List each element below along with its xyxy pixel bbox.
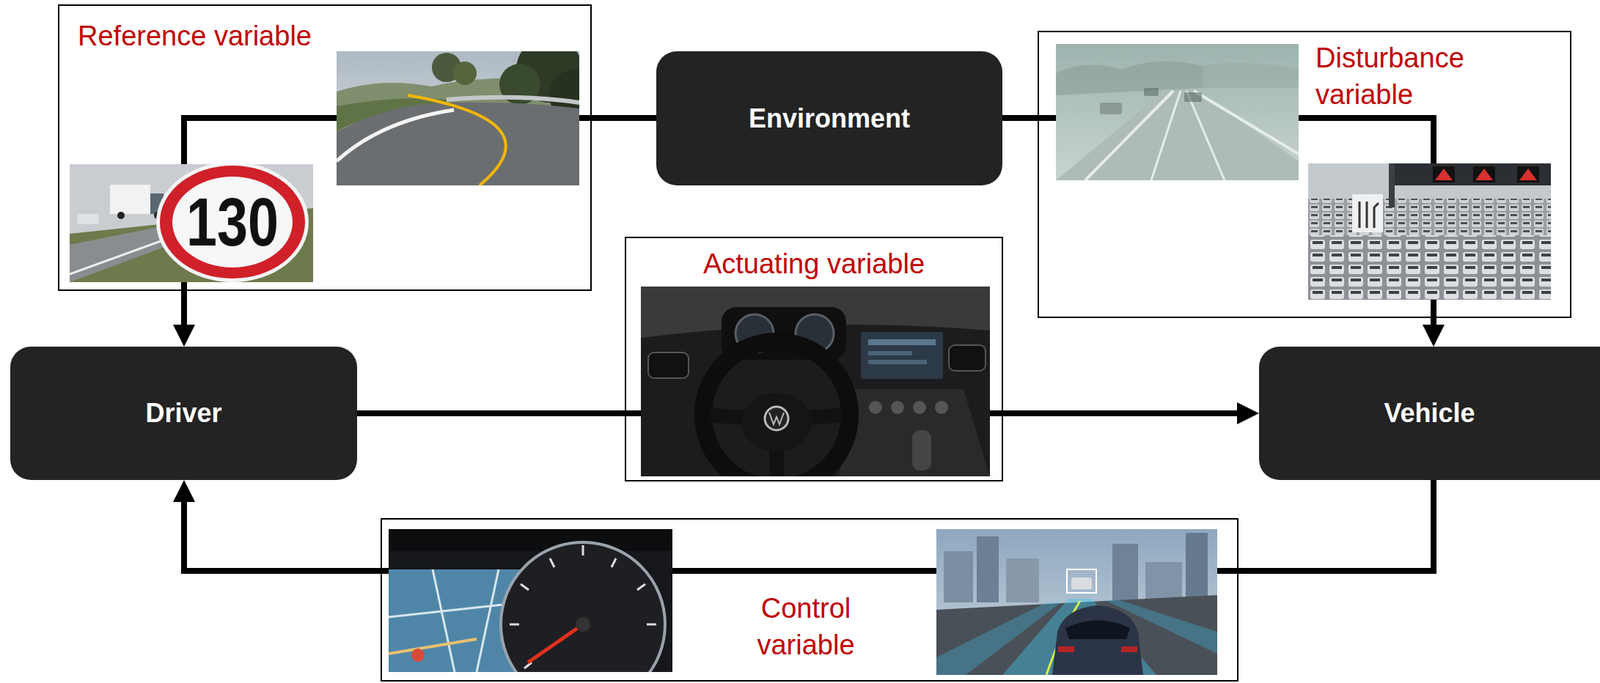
variable-title: Control variable — [739, 590, 872, 664]
speed-limit-number: 130 — [186, 188, 279, 256]
arrow-head — [1237, 402, 1260, 425]
signal-arrow — [173, 480, 1434, 572]
variable-title: Reference variable — [77, 17, 342, 55]
arrow-head — [1422, 324, 1445, 347]
variable-title: Disturbance variable — [1315, 39, 1485, 113]
category-frame: Control variable — [380, 518, 1239, 682]
assisted-car-photo — [936, 529, 1218, 676]
process-box: Driver — [10, 346, 358, 481]
arrow-head — [173, 324, 196, 347]
box-label: Environment — [748, 102, 910, 135]
box-label: Vehicle — [1383, 397, 1475, 430]
box-label: Driver — [145, 397, 222, 430]
category-frame: Disturbance variable — [1037, 30, 1572, 319]
dashboard-photo — [640, 286, 990, 489]
category-frame: Actuating variable — [624, 236, 1004, 482]
connector-line — [184, 480, 1434, 572]
fog-photo — [1055, 43, 1299, 181]
process-box: Vehicle — [1259, 346, 1600, 481]
arrow-head — [173, 480, 196, 503]
traffic-jam-photo — [1308, 163, 1551, 300]
road-curve-photo — [336, 36, 601, 186]
variable-title: Actuating variable — [626, 245, 1002, 283]
speed-sign-photo — [69, 162, 314, 283]
process-box: Environment — [656, 51, 1003, 186]
category-frame: Reference variable — [57, 4, 592, 292]
speedometer-photo — [388, 529, 673, 683]
sign-label-holder: 130 — [186, 188, 279, 256]
